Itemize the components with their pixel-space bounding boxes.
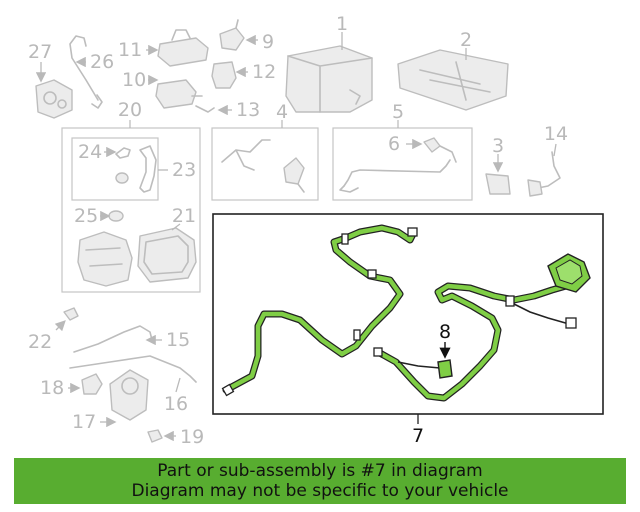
part-22-bolt [63,307,79,321]
banner-line-1: Part or sub-assembly is #7 in diagram [157,461,483,481]
part-11-bracket [157,29,209,67]
part-13-hose [195,105,215,113]
part-4-hose [221,139,271,171]
callout-10[interactable]: 10 [122,69,146,91]
part-23-hose [139,145,157,193]
part-16-tube [69,355,197,383]
part-15-tube [73,325,153,353]
part-26-end [91,94,103,109]
part-25-gasket [108,210,124,222]
info-banner: Part or sub-assembly is #7 in diagram Di… [14,458,626,504]
part-6-connector [423,137,441,153]
group-box-5 [332,127,473,201]
callout-3[interactable]: 3 [492,135,504,157]
callout-13[interactable]: 13 [236,99,260,121]
callout-20[interactable]: 20 [118,99,142,121]
callout-14[interactable]: 14 [544,123,568,145]
part-24-grommet [115,172,129,184]
leader-16 [175,377,181,393]
callout-15[interactable]: 15 [166,329,190,351]
callout-23[interactable]: 23 [172,159,196,181]
callout-18[interactable]: 18 [40,377,64,399]
callout-17[interactable]: 17 [72,411,96,433]
part-3-bracket [485,173,511,195]
callout-4[interactable]: 4 [276,101,288,123]
banner-line-2: Diagram may not be specific to your vehi… [131,481,509,501]
part-5-tube-end [339,185,359,193]
callout-16[interactable]: 16 [164,393,188,415]
part-20-pump-body [77,231,133,287]
callout-12[interactable]: 12 [252,61,276,83]
part-19-bolt [147,429,163,443]
callout-5[interactable]: 5 [392,101,404,123]
parts-diagram: 1 2 3 4 5 6 7 8 9 10 11 12 13 14 15 16 1… [28,13,604,448]
callout-19[interactable]: 19 [180,426,204,448]
group-box-20 [61,127,201,293]
leader-14 [553,143,557,157]
callout-2[interactable]: 2 [460,29,472,51]
part-9-valve [219,19,245,51]
part-10-valve [155,79,203,109]
callout-25[interactable]: 25 [74,205,98,227]
part-27-pump [35,79,73,119]
part-24-clip [115,147,131,159]
callout-6[interactable]: 6 [388,133,400,155]
callout-22[interactable]: 22 [28,331,52,353]
part-5-tube [343,159,451,187]
callout-9[interactable]: 9 [262,31,274,53]
leader-21 [171,223,181,231]
part-12-sensor [211,61,237,89]
callout-7[interactable]: 7 [412,425,424,447]
part-17-pump [109,369,149,421]
group-box-24 [71,137,159,201]
callout-1[interactable]: 1 [336,13,348,35]
part-4-valve [283,157,305,185]
callout-11[interactable]: 11 [118,39,142,61]
part-6-line [439,145,457,163]
part-21-cover [137,227,197,283]
part-26-tube [69,35,99,101]
part-7-hose-assembly[interactable] [221,224,591,402]
part-4-valve-port [297,183,305,193]
group-box-4 [211,127,319,201]
callout-27[interactable]: 27 [28,41,52,63]
callout-26[interactable]: 26 [90,51,114,73]
callout-24[interactable]: 24 [78,141,102,163]
part-14-clip [527,179,543,197]
part-18-gasket [81,373,103,395]
leader-22 [54,320,66,332]
part-2-tray [397,49,509,111]
callout-8[interactable]: 8 [439,321,451,343]
callout-21[interactable]: 21 [172,205,196,227]
part-8-connector[interactable] [437,359,453,379]
part-1-canister [285,45,373,113]
